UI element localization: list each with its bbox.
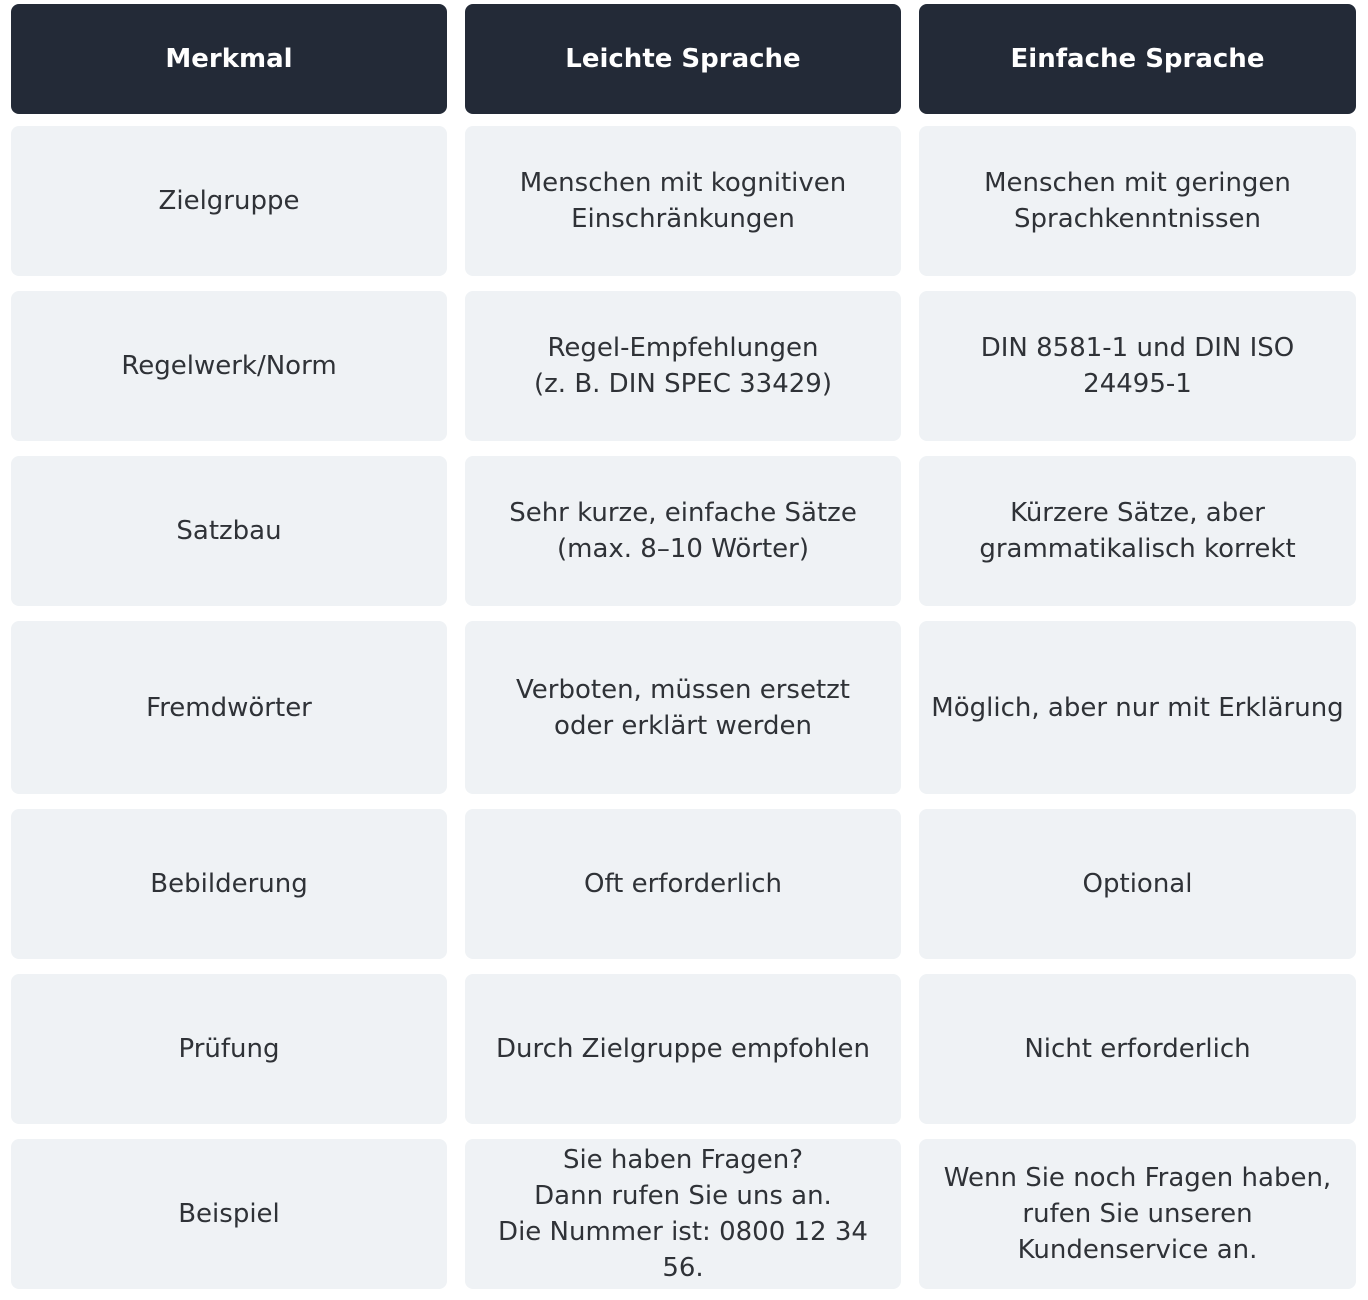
row-bebilderung-einfache: Optional (919, 809, 1356, 959)
row-regelwerk-label: Regelwerk/Norm (11, 291, 447, 441)
row-satzbau-leichte: Sehr kurze, einfache Sätze (max. 8–10 Wö… (465, 456, 901, 606)
row-bebilderung-label: Bebilderung (11, 809, 447, 959)
row-pruefung-einfache: Nicht erforderlich (919, 974, 1356, 1124)
header-leichte-sprache: Leichte Sprache (465, 4, 901, 114)
row-fremdwoerter-label: Fremdwörter (11, 621, 447, 794)
row-bebilderung-leichte: Oft erforderlich (465, 809, 901, 959)
row-satzbau-label: Satzbau (11, 456, 447, 606)
row-beispiel-einfache: Wenn Sie noch Fragen haben, rufen Sie un… (919, 1139, 1356, 1289)
row-regelwerk-leichte: Regel-Empfehlungen (z. B. DIN SPEC 33429… (465, 291, 901, 441)
row-beispiel-label: Beispiel (11, 1139, 447, 1289)
row-zielgruppe-label: Zielgruppe (11, 126, 447, 276)
row-satzbau-einfache: Kürzere Sätze, aber grammatikalisch korr… (919, 456, 1356, 606)
row-pruefung-leichte: Durch Zielgruppe empfohlen (465, 974, 901, 1124)
row-fremdwoerter-einfache: Möglich, aber nur mit Erklärung (919, 621, 1356, 794)
row-fremdwoerter-leichte: Verboten, müssen ersetzt oder erklärt we… (465, 621, 901, 794)
row-regelwerk-einfache: DIN 8581-1 und DIN ISO 24495-1 (919, 291, 1356, 441)
row-pruefung-label: Prüfung (11, 974, 447, 1124)
header-merkmal: Merkmal (11, 4, 447, 114)
header-einfache-sprache: Einfache Sprache (919, 4, 1356, 114)
row-zielgruppe-leichte: Menschen mit kognitiven Einschränkungen (465, 126, 901, 276)
row-zielgruppe-einfache: Menschen mit geringen Sprachkenntnissen (919, 126, 1356, 276)
row-beispiel-leichte: Sie haben Fragen? Dann rufen Sie uns an.… (465, 1139, 901, 1289)
